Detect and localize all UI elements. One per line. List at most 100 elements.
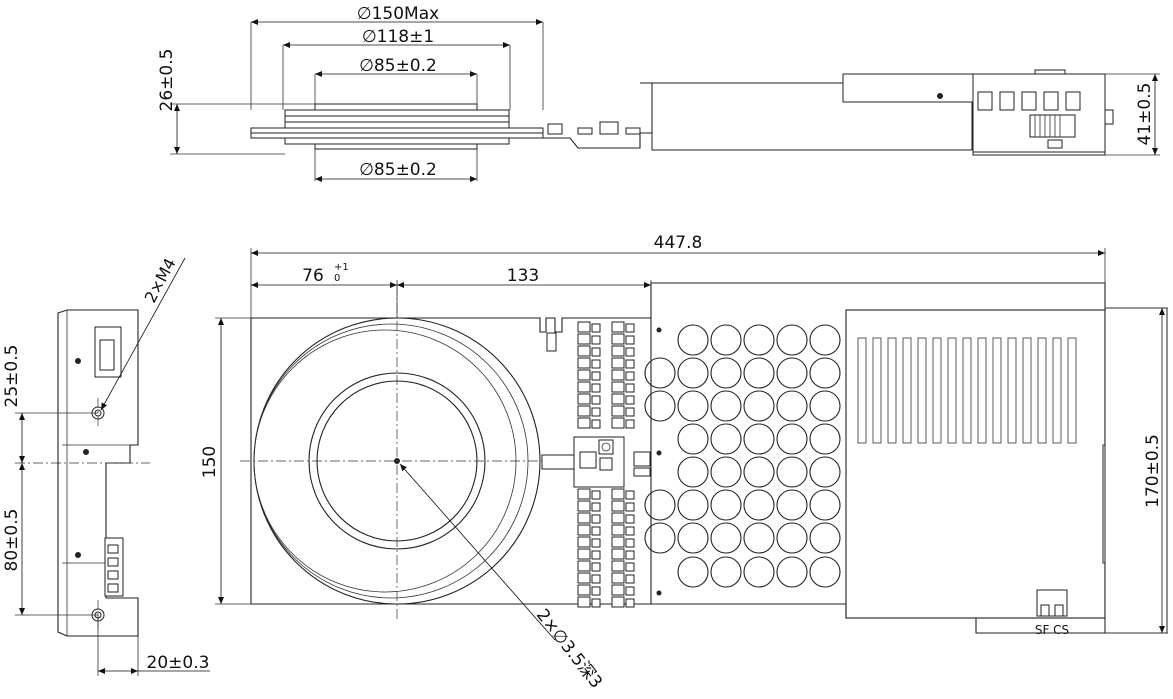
component-pad bbox=[625, 407, 635, 417]
heat-sink-fin bbox=[902, 337, 912, 444]
component-pad bbox=[591, 526, 601, 536]
component-pad bbox=[577, 548, 591, 560]
front-top-dims bbox=[250, 248, 1106, 320]
heat-sink-fin bbox=[992, 337, 1002, 444]
component-pad bbox=[625, 526, 635, 536]
component-pad bbox=[625, 335, 635, 345]
component-pad bbox=[591, 323, 601, 333]
capacitor bbox=[644, 357, 676, 389]
capacitor bbox=[776, 324, 808, 356]
capacitor bbox=[644, 522, 676, 554]
component-pad bbox=[591, 574, 601, 584]
component-pad bbox=[591, 550, 601, 560]
component-pad bbox=[625, 323, 635, 333]
capacitor bbox=[743, 390, 775, 422]
component-pad bbox=[625, 586, 635, 596]
component-pad bbox=[611, 548, 625, 560]
component-pad bbox=[577, 369, 591, 381]
component-pad bbox=[577, 488, 591, 500]
heat-sink-fin bbox=[977, 337, 987, 444]
heat-sink-fin bbox=[932, 337, 942, 444]
side-view-extension-lines bbox=[250, 22, 544, 181]
capacitor bbox=[776, 357, 808, 389]
capacitor bbox=[809, 456, 841, 488]
capacitor bbox=[809, 522, 841, 554]
component-pad bbox=[611, 369, 625, 381]
component-pad bbox=[625, 574, 635, 584]
capacitor bbox=[644, 489, 676, 521]
capacitor bbox=[743, 357, 775, 389]
capacitor bbox=[743, 489, 775, 521]
component-pad bbox=[591, 514, 601, 524]
capacitor bbox=[743, 423, 775, 455]
dim-20: 20±0.3 bbox=[147, 653, 210, 673]
component-pad bbox=[577, 584, 591, 596]
component-pad bbox=[591, 598, 601, 608]
dim-25: 25±0.5 bbox=[2, 345, 22, 408]
component-pad bbox=[611, 488, 625, 500]
heat-sink-fin bbox=[1022, 337, 1032, 444]
component-pad bbox=[611, 500, 625, 512]
capacitor bbox=[677, 522, 709, 554]
capacitor bbox=[677, 556, 709, 588]
side-view: ∅150Max ∅118±1 ∅85±0.2 ∅85±0.2 26±0.5 bbox=[157, 4, 1160, 182]
heat-sink-fin bbox=[1052, 337, 1062, 444]
heat-sink bbox=[845, 309, 1106, 619]
dim-offset-76-tol-upper: +1 bbox=[334, 262, 349, 273]
disc-side-profile bbox=[250, 103, 544, 150]
component-pad bbox=[611, 393, 625, 405]
component-pad bbox=[577, 417, 591, 429]
capacitor bbox=[809, 489, 841, 521]
capacitor bbox=[710, 357, 742, 389]
component-pad bbox=[577, 500, 591, 512]
capacitor bbox=[710, 324, 742, 356]
dim-offset-76-tol-lower: 0 bbox=[334, 273, 340, 284]
dim-80: 80±0.5 bbox=[2, 509, 22, 572]
component-pad bbox=[577, 321, 591, 333]
capacitor bbox=[677, 324, 709, 356]
capacitor bbox=[809, 324, 841, 356]
component-pad bbox=[625, 383, 635, 393]
component-pad bbox=[611, 381, 625, 393]
heat-sink-fin bbox=[1007, 337, 1017, 444]
dim-diameter-150max: ∅150Max bbox=[357, 4, 439, 24]
front-view: 447.8 76 +1 0 133 150 2×∅3.5深3 bbox=[200, 233, 1168, 692]
component-pad bbox=[591, 502, 601, 512]
component-pad bbox=[577, 333, 591, 345]
sf-cs-connector: SF CS bbox=[1035, 589, 1069, 637]
component-pad bbox=[611, 560, 625, 572]
component-pad bbox=[611, 417, 625, 429]
capacitor bbox=[743, 522, 775, 554]
component-pad bbox=[577, 560, 591, 572]
capacitor bbox=[677, 456, 709, 488]
component-pad bbox=[611, 512, 625, 524]
component-pad bbox=[625, 562, 635, 572]
component-pad bbox=[625, 490, 635, 500]
component-pad bbox=[591, 562, 601, 572]
side-view-diameter-dims bbox=[251, 19, 543, 182]
component-pad bbox=[625, 502, 635, 512]
capacitor bbox=[743, 456, 775, 488]
capacitor bbox=[710, 423, 742, 455]
dim-total-length: 447.8 bbox=[654, 233, 703, 253]
thread-callout-m4: 2×M4 bbox=[141, 255, 180, 306]
component-pad bbox=[611, 357, 625, 369]
capacitor-array bbox=[644, 324, 841, 588]
dim-diameter-85-top: ∅85±0.2 bbox=[359, 56, 437, 76]
component-pad bbox=[591, 347, 601, 357]
heat-sink-fin bbox=[962, 337, 972, 444]
component-pad bbox=[577, 572, 591, 584]
component-pad bbox=[577, 536, 591, 548]
capacitor bbox=[776, 390, 808, 422]
heat-sink-fin bbox=[1067, 337, 1077, 444]
component-pad bbox=[577, 512, 591, 524]
component-pad bbox=[625, 514, 635, 524]
component-pad bbox=[611, 405, 625, 417]
capacitor bbox=[710, 456, 742, 488]
component-pad bbox=[591, 335, 601, 345]
capacitor bbox=[677, 357, 709, 389]
component-pad bbox=[611, 536, 625, 548]
heat-sink-fin bbox=[917, 337, 927, 444]
component-pad bbox=[611, 524, 625, 536]
